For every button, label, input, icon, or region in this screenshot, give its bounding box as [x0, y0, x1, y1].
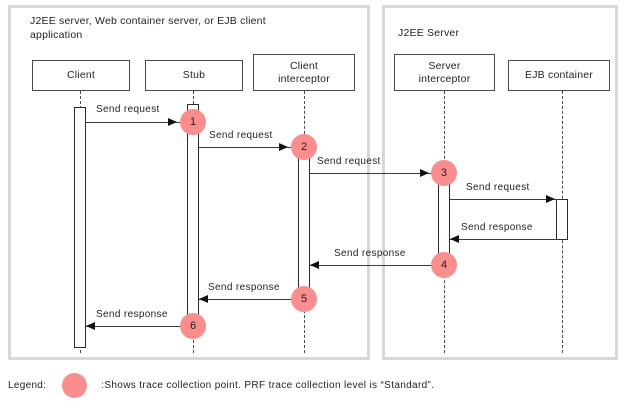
panel-j2ee-client-side — [8, 5, 370, 360]
message-arrowhead-6 — [310, 260, 319, 269]
activation-client — [74, 107, 86, 348]
message-line-6 — [310, 265, 438, 266]
legend-description: :Shows trace collection point. PRF trace… — [101, 379, 435, 391]
trace-collection-point-circle-icon — [62, 372, 88, 398]
message-line-1 — [86, 122, 180, 123]
legend: Legend: :Shows trace collection point. P… — [8, 371, 618, 399]
message-arrowhead-3 — [420, 168, 429, 177]
activation-client-interceptor — [298, 145, 310, 306]
message-line-8 — [86, 326, 188, 327]
actor-ejb-container: EJB container — [508, 60, 610, 91]
trace-point-4: 4 — [431, 252, 457, 278]
message-label-8: Send response — [96, 309, 168, 320]
message-label-5: Send response — [461, 222, 533, 233]
message-line-2 — [199, 147, 291, 148]
message-label-6: Send response — [334, 248, 406, 259]
message-arrowhead-1 — [168, 117, 177, 126]
actor-server-interceptor: Server interceptor — [394, 54, 495, 91]
trace-point-5: 5 — [291, 286, 317, 312]
activation-stub — [187, 104, 199, 333]
message-label-4: Send request — [466, 182, 530, 193]
actor-client-interceptor: Client interceptor — [253, 54, 355, 91]
message-line-3 — [310, 173, 432, 174]
trace-point-6: 6 — [180, 313, 206, 339]
trace-point-2: 2 — [291, 134, 317, 160]
trace-point-1: 1 — [180, 109, 206, 135]
message-arrowhead-7 — [199, 294, 208, 303]
actor-client: Client — [32, 60, 130, 91]
message-label-2: Send request — [209, 130, 273, 141]
trace-point-3: 3 — [431, 160, 457, 186]
message-label-3: Send request — [317, 156, 381, 167]
panel-j2ee-server — [382, 5, 618, 360]
message-line-5 — [450, 239, 558, 240]
activation-ejb-container — [556, 199, 568, 240]
message-line-4 — [450, 199, 558, 200]
message-arrowhead-8 — [86, 321, 95, 330]
message-line-7 — [199, 299, 299, 300]
panel-right-title: J2EE Server — [398, 27, 460, 39]
message-arrowhead-2 — [279, 142, 288, 151]
panel-left-title: J2EE server, Web container server, or EJ… — [30, 15, 266, 41]
message-arrowhead-4 — [546, 194, 555, 203]
actor-stub: Stub — [145, 60, 243, 91]
message-label-1: Send request — [96, 104, 160, 115]
legend-label: Legend: — [8, 379, 47, 391]
message-arrowhead-5 — [450, 234, 459, 243]
message-label-7: Send response — [208, 282, 280, 293]
